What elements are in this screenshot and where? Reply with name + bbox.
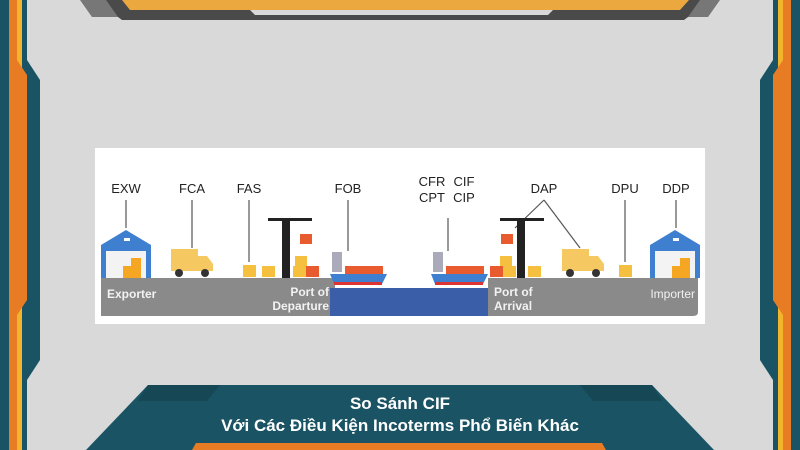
truck-icon-dap xyxy=(562,249,604,277)
box-icon-dpu xyxy=(619,265,632,277)
term-exw: EXW xyxy=(111,181,141,196)
banner-title-line1: So Sánh CIF xyxy=(349,394,451,413)
label-port-arrival-line1: Port of xyxy=(494,285,533,299)
term-fca: FCA xyxy=(179,181,205,196)
truck-icon-fca xyxy=(171,249,213,277)
diagram-illustration xyxy=(101,199,700,316)
water xyxy=(330,288,490,316)
incoterms-diagram: EXW FCA FAS FOB CFR CIF CPT CIP DAP DPU … xyxy=(95,148,705,324)
warehouse-icon-exporter xyxy=(101,230,151,278)
banner-title-line2: Với Các Điều Kiện Incoterms Phổ Biến Khá… xyxy=(221,416,579,435)
ship-icon-cif xyxy=(431,252,488,285)
label-port-arrival-line2: Arrival xyxy=(494,299,533,313)
term-cfr: CFR xyxy=(418,174,446,189)
banner-title: So Sánh CIF Với Các Điều Kiện Incoterms … xyxy=(120,393,680,437)
box-icon-fas xyxy=(243,265,256,277)
warehouse-icon-importer xyxy=(650,230,700,278)
label-port-departure-line1: Port of xyxy=(290,285,329,299)
term-dap: DAP xyxy=(530,181,558,196)
term-cif: CIF xyxy=(453,174,475,189)
term-fas: FAS xyxy=(236,181,262,196)
label-exporter: Exporter xyxy=(107,287,157,301)
term-cpt: CPT xyxy=(419,190,445,205)
term-dpu: DPU xyxy=(611,181,639,196)
label-importer: Importer xyxy=(650,287,695,301)
term-ddp: DDP xyxy=(662,181,690,196)
term-cip: CIP xyxy=(453,190,475,205)
term-fob: FOB xyxy=(334,181,362,196)
crane-icon-departure xyxy=(262,218,319,278)
ship-icon-fob xyxy=(330,252,387,285)
crane-icon-arrival xyxy=(490,218,544,278)
label-port-departure-line2: Departure xyxy=(272,299,329,313)
ground-exporter-side xyxy=(101,278,335,316)
ground-importer-side xyxy=(488,278,698,316)
